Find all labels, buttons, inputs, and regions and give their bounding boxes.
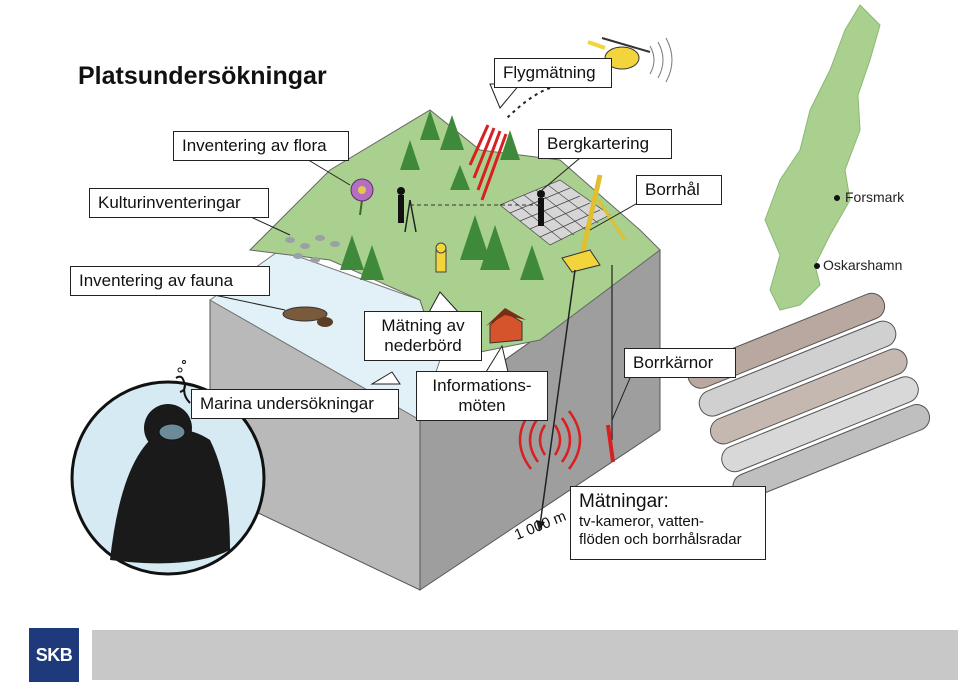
label-info: Informations- möten [416, 371, 548, 421]
forest [340, 110, 544, 280]
sweden-map [764, 4, 881, 311]
borehole-inclined [539, 269, 576, 526]
measurements-callout: Mätningar: tv-kameror, vatten- flöden oc… [570, 486, 766, 560]
diver-illustration [70, 360, 266, 576]
borehole-core-marker [606, 424, 615, 463]
house-icon [486, 308, 526, 344]
label-flygmatning: Flygmätning [494, 58, 612, 88]
logo-text: SKB [35, 644, 73, 665]
borehole-arrow [536, 520, 545, 531]
label-borrkarnor: Borrkärnor [624, 348, 736, 378]
footer-bar [92, 630, 958, 680]
label-borrhal: Borrhål [636, 175, 722, 205]
label-bergkartering: Bergkartering [538, 129, 672, 159]
map-label-forsmark: Forsmark [845, 189, 905, 205]
label-kultur: Kulturinventeringar [89, 188, 269, 218]
oskarshamn-dot [814, 263, 820, 269]
flower-icon [350, 178, 374, 216]
drill-cores-illustration [687, 292, 931, 501]
surveyor-figures [397, 187, 545, 233]
stones [285, 235, 340, 263]
helicopter-icon [587, 37, 673, 83]
beaver-icon [282, 306, 333, 327]
label-marina: Marina undersökningar [191, 389, 399, 419]
land-surface [248, 109, 661, 361]
airborne-measurement-lines [468, 124, 508, 201]
flight-path [504, 87, 551, 121]
label-flora: Inventering av flora [173, 131, 349, 161]
marina-pointer [370, 371, 401, 385]
skb-logo: SKB [29, 628, 79, 682]
measurements-line-1: tv-kameror, vatten- [579, 513, 705, 530]
label-nederbord: Mätning av nederbörd [364, 311, 482, 361]
page-title: Platsundersökningar [78, 62, 327, 90]
label-fauna: Inventering av fauna [70, 266, 270, 296]
measurements-heading: Mätningar: [579, 491, 669, 512]
forsmark-dot [834, 195, 840, 201]
drill-rig-icon [561, 174, 627, 273]
measurements-line-2: flöden och borrhålsradar [579, 531, 742, 548]
map-label-oskarshamn: Oskarshamn [823, 257, 903, 273]
rain-gauge-icon [435, 242, 447, 273]
